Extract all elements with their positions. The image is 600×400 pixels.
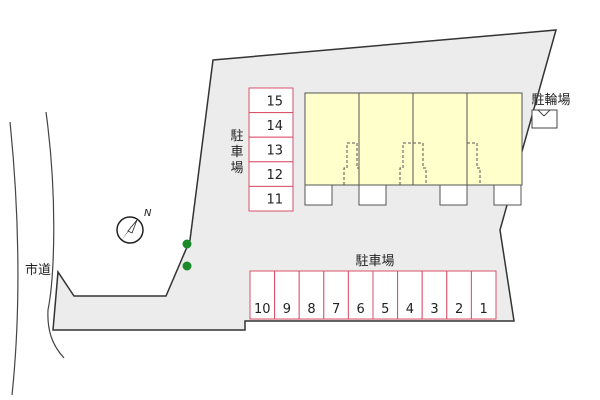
bicycle-shed xyxy=(531,109,558,129)
parking-stall xyxy=(323,270,349,320)
parking-stall-number: 10 xyxy=(254,302,271,317)
road-edge-left xyxy=(9,121,19,396)
parking-stall-number: 7 xyxy=(332,302,340,317)
stair-outline xyxy=(467,142,481,185)
parking-stall xyxy=(274,270,300,320)
parking-stall-number: 4 xyxy=(406,302,414,317)
tree-icon xyxy=(182,239,192,249)
parking-top: 15 14 13 12 11 xyxy=(248,87,294,212)
parking-top-label-char: 場 xyxy=(230,161,243,176)
parking-stall xyxy=(347,270,374,320)
parking-stall xyxy=(248,185,294,212)
parking-stall-number: 8 xyxy=(307,302,315,317)
road-edge-right xyxy=(45,111,65,359)
north-label: N xyxy=(144,208,152,219)
parking-stall xyxy=(397,270,423,320)
bicycle-shed-mark xyxy=(543,109,551,117)
parking-top-label-char: 車 xyxy=(230,145,243,160)
tree-icon xyxy=(182,261,192,271)
parking-stall-number: 13 xyxy=(266,144,283,159)
parking-top-label: 駐 車 場 xyxy=(230,129,243,176)
parking-stall-number: 11 xyxy=(266,193,283,208)
parking-stall-number: 12 xyxy=(266,168,283,183)
parking-stall xyxy=(446,270,472,320)
apartment-building xyxy=(304,92,523,206)
parking-stall-number: 1 xyxy=(480,302,488,317)
parking-stall xyxy=(249,270,276,320)
parking-stall-number: 14 xyxy=(266,119,283,134)
stair-outline xyxy=(399,142,427,185)
stair-outline xyxy=(343,142,359,185)
parking-stall xyxy=(248,87,294,114)
parking-stall xyxy=(372,270,399,320)
entry-step xyxy=(439,184,468,206)
parking-stall xyxy=(248,112,294,138)
entry-step xyxy=(304,184,333,206)
parking-stall xyxy=(470,270,497,320)
entry-step xyxy=(358,184,387,206)
city-road xyxy=(9,111,65,396)
parking-stall xyxy=(421,270,448,320)
compass-needle-tail xyxy=(127,219,138,234)
parking-bottom-label: 駐車場 xyxy=(355,254,394,269)
entry-step xyxy=(493,184,522,206)
bicycle-parking-label: 駐輪場 xyxy=(531,92,570,108)
bicycle-parking: 駐輪場 xyxy=(531,92,571,129)
parking-stall-number: 15 xyxy=(266,94,283,109)
parking-stall-number: 5 xyxy=(381,302,389,317)
parking-stall-number: 3 xyxy=(430,302,438,317)
parking-stall-number: 2 xyxy=(455,302,463,317)
parking-stall-number: 6 xyxy=(357,302,365,317)
road-label: 市道 xyxy=(25,262,51,278)
bicycle-shed-mark xyxy=(537,109,545,117)
parking-stall-number: 9 xyxy=(283,302,291,317)
parking-top-label-char: 駐 xyxy=(230,129,243,144)
parking-bottom: 10 9 8 7 6 5 4 3 2 1 xyxy=(249,270,497,320)
compass: N xyxy=(116,208,152,244)
parking-stall xyxy=(248,136,294,163)
